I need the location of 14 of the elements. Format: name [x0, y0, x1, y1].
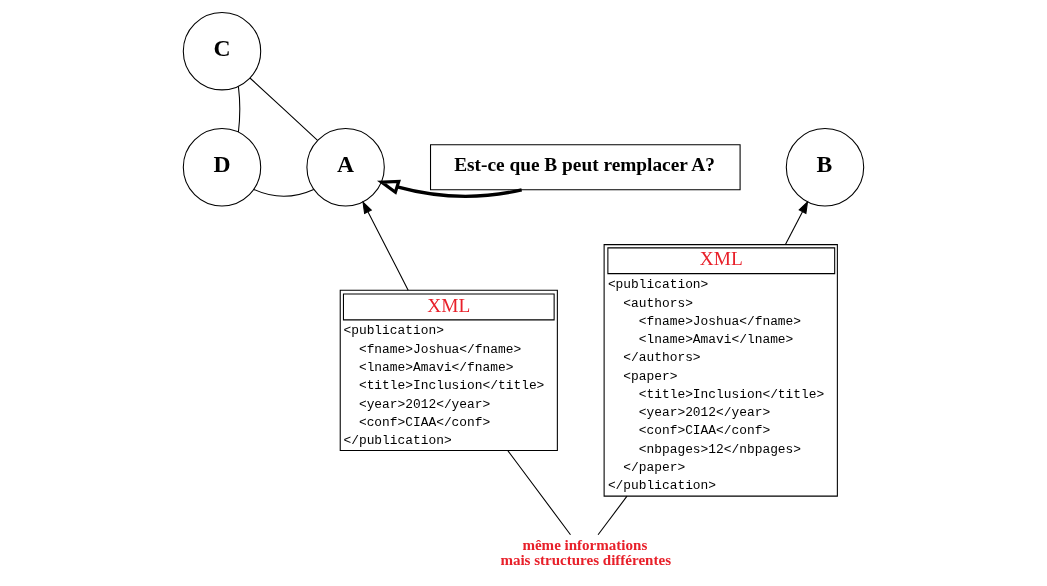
arrow	[362, 200, 409, 291]
connector	[597, 495, 628, 536]
connector	[237, 85, 241, 133]
connector	[253, 188, 315, 197]
node-box: Est-ce que B peut remplacer A?	[430, 144, 741, 191]
node-circle: C	[182, 11, 262, 91]
connector	[507, 450, 572, 536]
node-circle: A	[306, 128, 385, 207]
arrow	[377, 179, 522, 198]
arrow	[784, 200, 809, 246]
connector	[249, 77, 319, 141]
node-circle: D	[182, 128, 262, 207]
node-text: même informations mais structures différentes	[500, 537, 671, 569]
node-circle: B	[785, 128, 865, 207]
